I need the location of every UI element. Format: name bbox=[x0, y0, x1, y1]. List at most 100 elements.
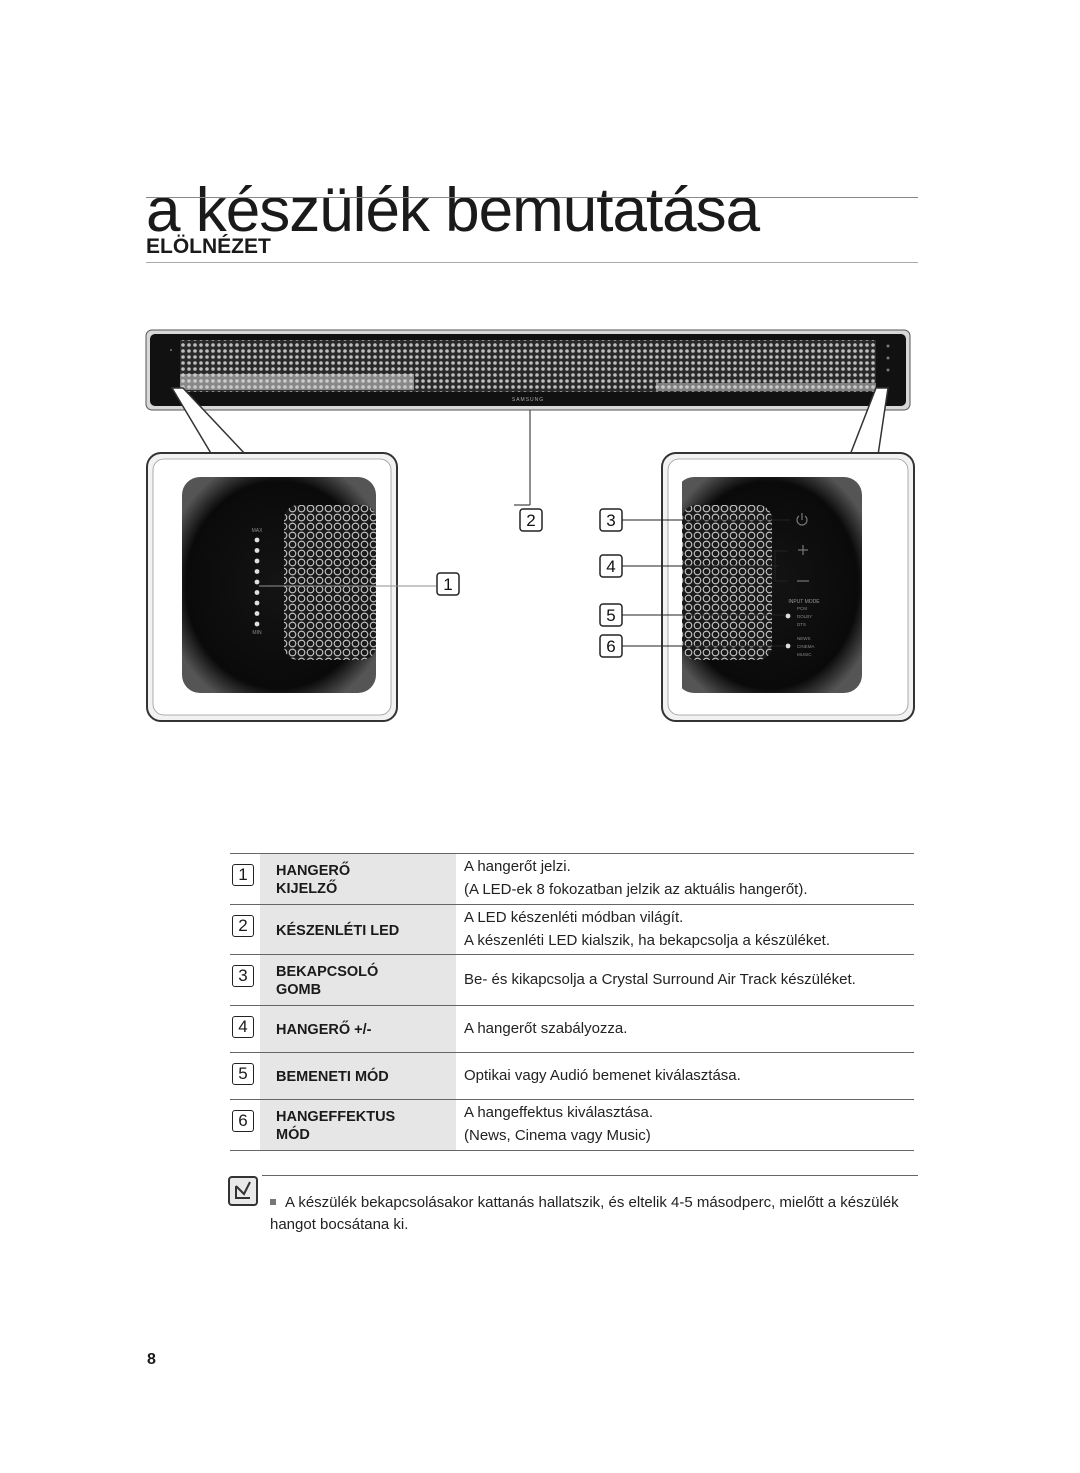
row-label-line2: KIJELZŐ bbox=[276, 881, 338, 897]
row-number-badge: 3 bbox=[232, 965, 254, 987]
callout-1: 1 bbox=[436, 572, 460, 596]
row-label-line1: BEKAPCSOLÓ bbox=[276, 964, 379, 980]
max-label: MAX bbox=[252, 528, 264, 534]
callout-lines bbox=[622, 519, 790, 647]
note-text: A készülék bekapcsolásakor kattanás hall… bbox=[270, 1192, 910, 1236]
row-desc-line1: A hangerőt szabályozza. bbox=[464, 1020, 628, 1037]
note-pencil-icon bbox=[228, 1176, 258, 1206]
row-label-line1: BEMENETI MÓD bbox=[276, 1069, 389, 1085]
input-mode-dolby: DOLBY bbox=[797, 614, 812, 619]
callout-3: 3 bbox=[599, 508, 623, 532]
spec-table: 1 HANGERŐ KIJELZŐ A hangerőt jelzi. (A LED-e… bbox=[230, 853, 914, 1151]
sound-mode-cinema: CINEMA bbox=[797, 644, 815, 649]
volume-leds bbox=[254, 537, 260, 627]
volume-led bbox=[254, 621, 260, 627]
svg-text:1: 1 bbox=[443, 575, 452, 594]
row-description: A hangerőt jelzi. (A LED-ek 8 fokozatban … bbox=[456, 853, 914, 905]
sound-mode-led bbox=[785, 643, 791, 649]
row-number: 2 bbox=[230, 904, 260, 955]
svg-text:5: 5 bbox=[606, 606, 615, 625]
min-label: MIN bbox=[252, 630, 262, 636]
row-number-badge: 1 bbox=[232, 864, 254, 886]
row-desc-line2: A készenléti LED kialszik, ha bekapcsolj… bbox=[464, 932, 831, 949]
sound-mode-music: MUSIC bbox=[797, 652, 812, 657]
row-number-badge: 6 bbox=[232, 1110, 254, 1132]
table-row: 2 KÉSZENLÉTI LED A LED készenléti módban v… bbox=[230, 904, 914, 955]
row-label: HANGEFFEKTUS MÓD bbox=[260, 1099, 456, 1151]
callout-badges: 2 1 3 4 5 6 bbox=[436, 508, 623, 658]
row-number: 4 bbox=[230, 1005, 260, 1053]
power-icon[interactable] bbox=[796, 513, 808, 526]
svg-text:4: 4 bbox=[606, 557, 615, 576]
volume-led bbox=[254, 611, 260, 616]
table-row: 1 HANGERŐ KIJELZŐ A hangerőt jelzi. (A LED-e… bbox=[230, 853, 914, 905]
note-divider bbox=[262, 1175, 918, 1176]
row-label-line1: KÉSZENLÉTI LED bbox=[276, 922, 400, 939]
volume-led bbox=[254, 600, 260, 606]
volume-led bbox=[254, 558, 260, 564]
row-number-badge: 5 bbox=[232, 1063, 254, 1085]
row-label-line2: GOMB bbox=[276, 982, 322, 998]
note-body: A készülék bekapcsolásakor kattanás hall… bbox=[270, 1194, 899, 1233]
section-divider bbox=[146, 262, 918, 263]
row-label-line1: HANGEFFEKTUS bbox=[276, 1109, 396, 1125]
row-description: A hangeffektus kiválasztása. (News, Cinem… bbox=[456, 1099, 914, 1151]
row-number-badge: 2 bbox=[232, 915, 254, 937]
volume-led bbox=[254, 590, 260, 595]
row-desc-line1: Optikai vagy Audió bemenet kiválasztása. bbox=[464, 1067, 741, 1084]
table-row: 3 BEKAPCSOLÓ GOMB Be- és kikapcsolja a Crys… bbox=[230, 954, 914, 1006]
plus-icon[interactable] bbox=[798, 545, 808, 555]
right-zoom-panel: INPUT MODE PCM DOLBY DTS NEWS CINEMA MUS… bbox=[661, 452, 915, 722]
table-row: 4 HANGERŐ +/- A hangerőt szabályozza. bbox=[230, 1005, 914, 1053]
page-number: 8 bbox=[147, 1351, 156, 1368]
row-label-line2: MÓD bbox=[276, 1127, 310, 1143]
row-desc-line2: (News, Cinema vagy Music) bbox=[464, 1127, 651, 1144]
row-desc-line1: A LED készenléti módban világít. bbox=[464, 909, 684, 926]
callout-5: 5 bbox=[599, 603, 623, 627]
row-number: 3 bbox=[230, 954, 260, 1006]
input-mode-led bbox=[785, 613, 791, 619]
volume-led bbox=[254, 569, 260, 574]
zoom-connectors bbox=[170, 387, 889, 456]
row-description: Optikai vagy Audió bemenet kiválasztása. bbox=[456, 1052, 914, 1100]
input-mode-dts: DTS bbox=[797, 622, 806, 627]
callout-2: 2 bbox=[519, 508, 543, 532]
svg-text:3: 3 bbox=[606, 511, 615, 530]
row-desc-line1: A hangerőt jelzi. bbox=[464, 858, 571, 875]
volume-led bbox=[254, 537, 260, 543]
row-desc-line1: A hangeffektus kiválasztása. bbox=[464, 1104, 654, 1121]
row-description: Be- és kikapcsolja a Crystal Surround Ai… bbox=[456, 954, 914, 1006]
page-title: a készülék bemutatása bbox=[146, 175, 760, 245]
callout-6: 6 bbox=[599, 634, 623, 658]
input-mode-label: INPUT MODE bbox=[788, 599, 820, 605]
row-label: KÉSZENLÉTI LED bbox=[260, 904, 456, 955]
row-desc-line1: Be- és kikapcsolja a Crystal Surround Ai… bbox=[464, 971, 856, 988]
row-desc-line2: (A LED-ek 8 fokozatban jelzik az aktuáli… bbox=[464, 881, 808, 898]
soundbar: SAMSUNG bbox=[145, 329, 911, 411]
row-description: A hangerőt szabályozza. bbox=[456, 1005, 914, 1053]
row-description: A LED készenléti módban világít. A készen… bbox=[456, 904, 914, 955]
left-zoom-panel: MAX MIN bbox=[146, 452, 436, 722]
row-label: BEMENETI MÓD bbox=[260, 1052, 456, 1100]
sound-mode-news: NEWS bbox=[797, 636, 811, 641]
front-view-diagram: SAMSUNG MAX MIN bbox=[145, 329, 915, 722]
svg-text:6: 6 bbox=[606, 637, 615, 656]
bullet-icon bbox=[270, 1199, 276, 1205]
row-number: 5 bbox=[230, 1052, 260, 1100]
row-label: BEKAPCSOLÓ GOMB bbox=[260, 954, 456, 1006]
row-label: HANGERŐ +/- bbox=[260, 1005, 456, 1053]
volume-led bbox=[254, 548, 260, 553]
callout-4: 4 bbox=[599, 554, 623, 578]
section-heading: ELÖLNÉZET bbox=[146, 235, 271, 258]
row-number: 1 bbox=[230, 853, 260, 905]
brand-logo: SAMSUNG bbox=[512, 397, 544, 403]
svg-text:2: 2 bbox=[526, 511, 535, 530]
title-divider bbox=[146, 197, 918, 198]
row-label: HANGERŐ KIJELZŐ bbox=[260, 853, 456, 905]
row-label-line1: HANGERŐ bbox=[276, 863, 351, 879]
volume-led bbox=[254, 579, 260, 585]
input-mode-pcm: PCM bbox=[797, 606, 807, 611]
row-number: 6 bbox=[230, 1099, 260, 1151]
row-label-line1: HANGERŐ +/- bbox=[276, 1022, 372, 1038]
row-number-badge: 4 bbox=[232, 1016, 254, 1038]
